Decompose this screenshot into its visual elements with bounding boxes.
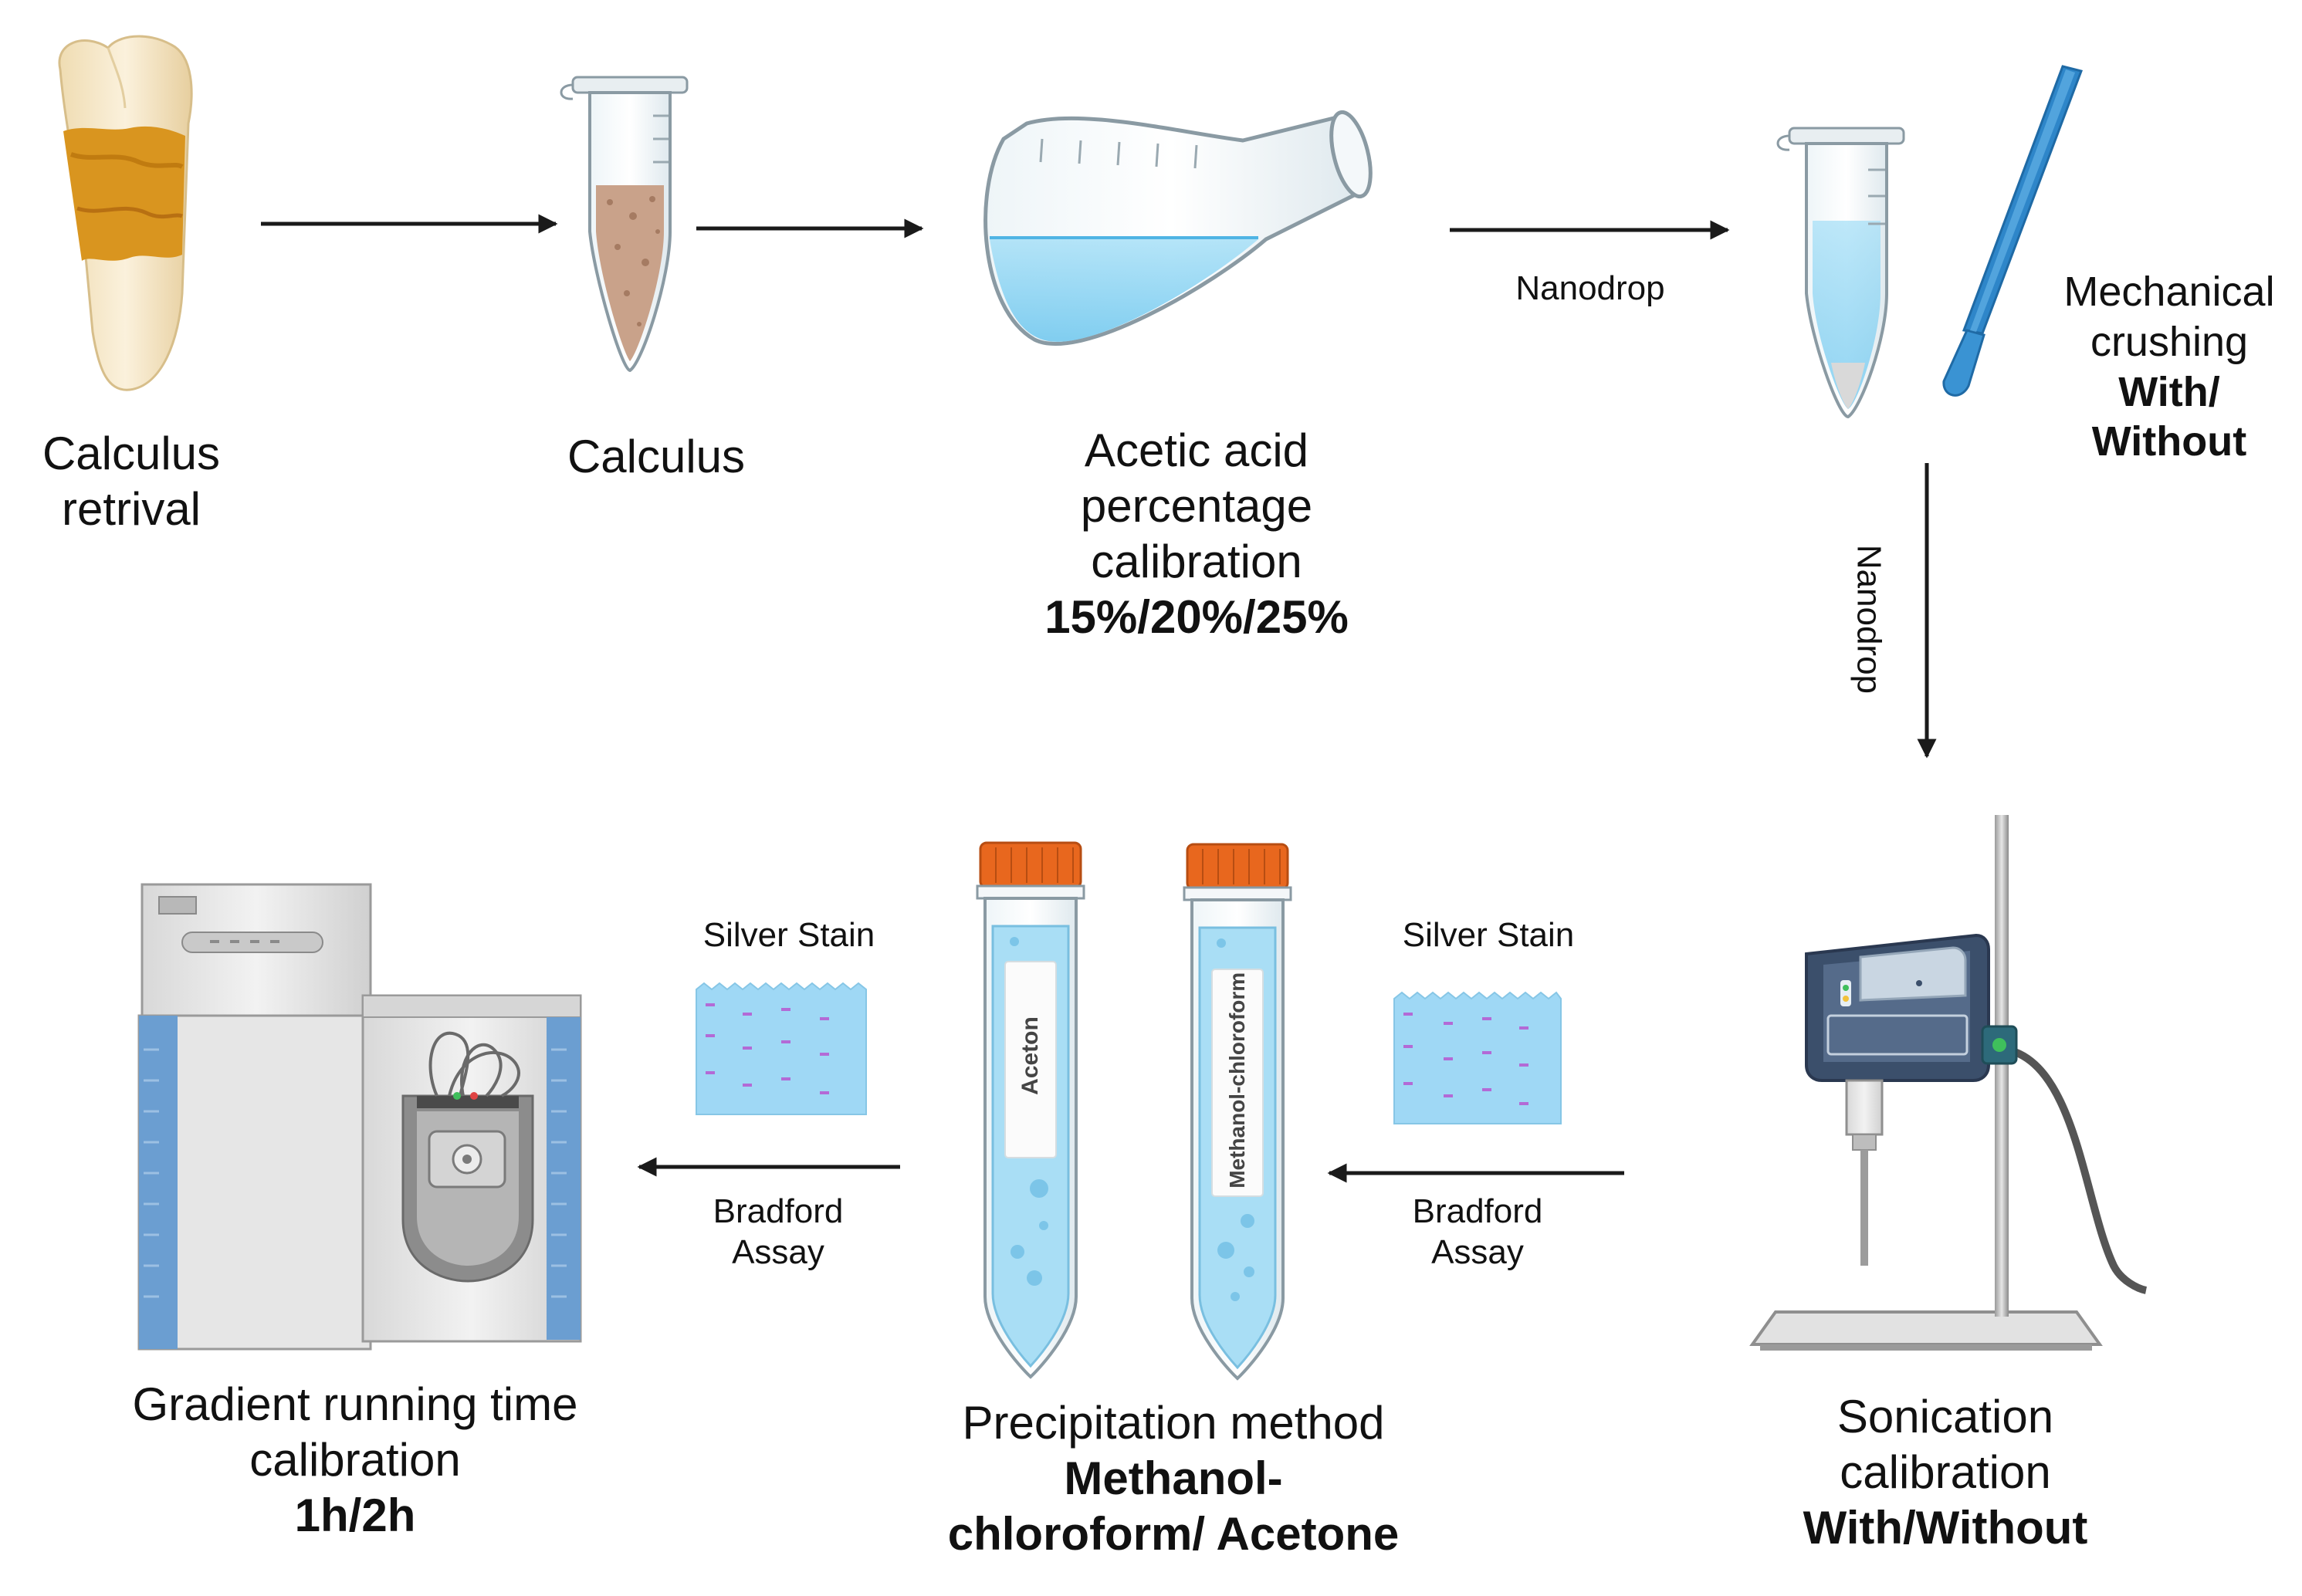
falcon-tube-methanol-icon	[1183, 843, 1292, 1381]
bradford-left-line2: Assay	[732, 1233, 824, 1271]
tube-liquid-icon	[1776, 127, 1905, 419]
mechanical-bold2: Without	[2091, 418, 2247, 465]
acetic-bold: 15%/20%/25%	[1044, 591, 1349, 643]
label-tube-methanol: Methanol-chloroform	[1224, 965, 1251, 1196]
label-mechanical-crushing: Mechanical crushing With/ Without	[2053, 267, 2285, 467]
silver-left-text: Silver Stain	[702, 916, 875, 954]
precipitation-bold2: chloroform/ Acetone	[947, 1508, 1400, 1560]
label-bradford-left: Bradford Assay	[670, 1192, 886, 1273]
label-acetic-acid: Acetic acid percentage calibration 15%/2…	[996, 423, 1397, 645]
label-gradient: Gradient running time calibration 1h/2h	[85, 1377, 625, 1544]
mechanical-line1: Mechanical	[2063, 269, 2275, 315]
gradient-line2: calibration	[249, 1434, 461, 1486]
acetic-line2: percentage	[1080, 480, 1313, 532]
label-nanodrop-horizontal: Nanodrop	[1474, 269, 1706, 309]
pestle-icon	[1942, 65, 2083, 397]
label-silver-stain-right: Silver Stain	[1365, 915, 1612, 956]
calculus-label: Calculus	[567, 431, 746, 482]
gel-left-icon	[696, 982, 867, 1115]
precipitation-line1: Precipitation method	[962, 1397, 1385, 1449]
nanodrop-v-text: Nanodrop	[1850, 544, 1888, 695]
mechanical-bold1: With/	[2118, 368, 2220, 415]
bradford-left-line1: Bradford	[713, 1192, 844, 1230]
gradient-bold: 1h/2h	[294, 1489, 416, 1541]
sonication-line2: calibration	[1840, 1446, 2051, 1498]
label-calculus: Calculus	[540, 429, 772, 485]
sonication-line1: Sonication	[1837, 1391, 2054, 1442]
bradford-right-line2: Assay	[1431, 1233, 1524, 1271]
arrows	[261, 214, 1937, 1183]
bradford-right-line1: Bradford	[1412, 1192, 1543, 1230]
label-silver-stain-left: Silver Stain	[665, 915, 912, 956]
label-tube-aceton: Aceton	[1017, 979, 1044, 1133]
label-sonication: Sonication calibration With/Without	[1752, 1389, 2138, 1556]
silver-right-text: Silver Stain	[1402, 916, 1575, 954]
mass-spectrometer-icon	[137, 883, 582, 1351]
falcon-tube-aceton-icon	[976, 841, 1085, 1379]
mechanical-line2: crushing	[2090, 318, 2249, 365]
tooth-icon	[58, 35, 193, 391]
label-calculus-retrival: Calculus retrival	[23, 426, 239, 537]
gel-right-icon	[1393, 991, 1562, 1124]
label-bradford-right: Bradford Assay	[1369, 1192, 1586, 1273]
label-nanodrop-vertical: Nanodrop	[1848, 503, 1889, 735]
acetic-line1: Acetic acid	[1084, 424, 1309, 476]
sonicator-icon	[1749, 815, 2148, 1351]
precipitation-bold1: Methanol-	[1064, 1452, 1283, 1504]
calculus-retrival-line2: retrival	[61, 483, 201, 535]
tube-calculus-icon	[560, 76, 689, 373]
nanodrop-h-text: Nanodrop	[1515, 269, 1665, 307]
flask-icon	[983, 110, 1373, 346]
label-precipitation: Precipitation method Methanol- chlorofor…	[872, 1395, 1474, 1562]
methanol-text: Methanol-chloroform	[1225, 972, 1250, 1189]
aceton-text: Aceton	[1017, 1016, 1043, 1095]
acetic-line3: calibration	[1091, 536, 1302, 587]
calculus-retrival-line1: Calculus	[42, 428, 221, 479]
sonication-bold: With/Without	[1803, 1502, 2088, 1554]
gradient-line1: Gradient running time	[132, 1378, 578, 1430]
